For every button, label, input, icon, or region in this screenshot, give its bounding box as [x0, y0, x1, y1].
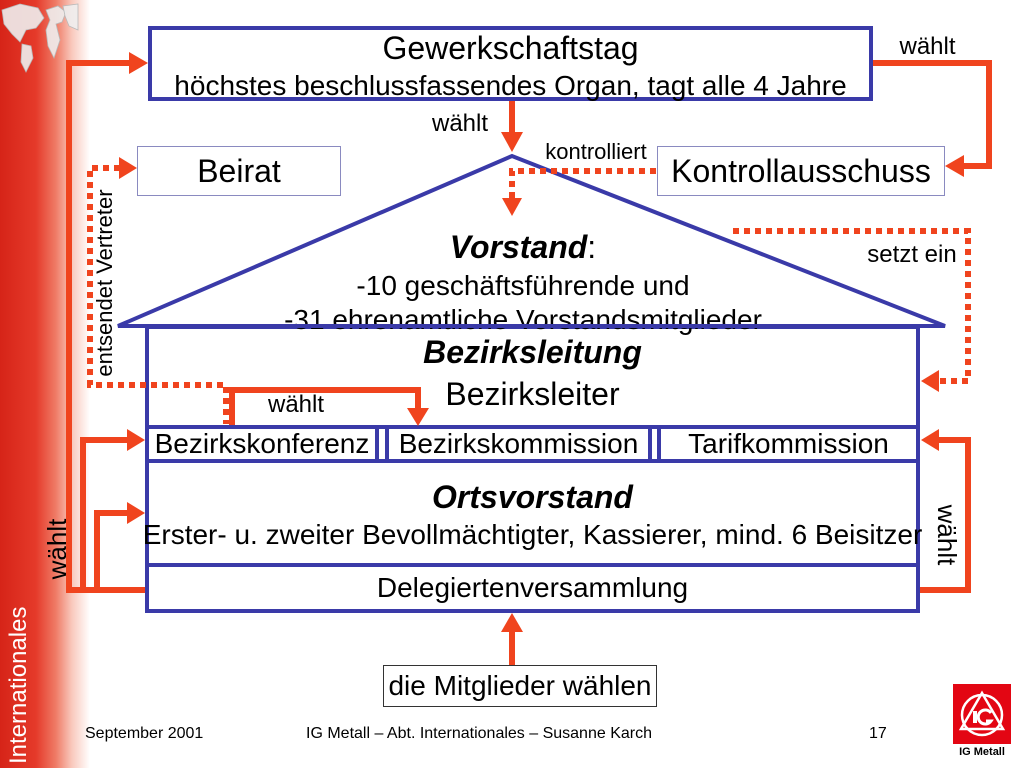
arrowhead-beirat — [119, 157, 137, 179]
kontrollausschuss-label: Kontrollausschuss — [671, 152, 931, 189]
tarifkommission-label: Tarifkommission — [688, 428, 889, 459]
mitglieder-label: die Mitglieder wählen — [388, 670, 652, 701]
vorstand-title: Vorstand — [449, 229, 588, 265]
arrowhead-bezirksleitung — [921, 370, 939, 392]
footer-date: September 2001 — [85, 725, 204, 742]
dotted-arrows — [87, 165, 971, 424]
bezirksleitung-title: Bezirksleitung — [423, 334, 642, 370]
label-waehlt-vorstand: wählt — [431, 110, 489, 137]
vorstand-line-1: -10 geschäftsführende und — [356, 270, 690, 301]
logo-triangle — [958, 690, 1006, 731]
label-kontrolliert: kontrolliert — [545, 139, 647, 164]
map-shape-asia — [62, 3, 79, 31]
mitglieder-box: die Mitglieder wählen — [383, 665, 657, 707]
arrow-delegierte-to-bezirkskonferenz — [80, 437, 128, 590]
map-shape-europe-africa — [45, 5, 67, 60]
map-shape-americas-north — [1, 3, 45, 43]
world-map-icon — [1, 3, 79, 73]
vorstand-heading: Vorstand: — [223, 228, 823, 266]
bezirkskonferenz-label: Bezirkskonferenz — [154, 428, 370, 459]
dotted-arrow-vertreter-to-beirat — [87, 165, 229, 424]
roof-triangle — [117, 153, 946, 328]
bezirksleitung-subtitle: Bezirksleiter — [445, 376, 620, 412]
vorstand-colon: : — [587, 229, 597, 265]
logo-mark-bar — [973, 711, 977, 723]
arrowhead-delegierte-bottom — [501, 613, 523, 632]
beirat-label: Beirat — [197, 152, 281, 189]
bezirkskommission-label: Bezirkskommission — [398, 428, 639, 459]
arrowhead-bezirkskonferenz-left — [127, 429, 145, 451]
ig-metall-logo-icon — [953, 684, 1011, 744]
gewerkschaftstag-box — [148, 26, 873, 101]
arrow-delegierte-to-tarifkommission — [920, 437, 971, 593]
arrowheads — [119, 52, 964, 632]
arrowhead-vorstand-top — [501, 132, 523, 152]
arrowhead-gewerkschaftstag-left — [129, 52, 148, 74]
vorstand-line-2: -31 ehrenamtliche Vorstandsmitglieder — [284, 304, 762, 335]
label-waehlt-kontrollausschuss: wählt — [899, 33, 956, 60]
delegiertenversammlung-label: Delegiertenversammlung — [376, 572, 689, 603]
logo-mark-curve — [976, 708, 994, 726]
delegiertenversammlung-box: Delegiertenversammlung — [145, 563, 920, 613]
logo-text: IG Metall — [959, 746, 1005, 758]
dotted-arrow-vorstand-to-bezirksleitung — [733, 228, 971, 384]
label-bezirkskonferenz-waehlt: wählt — [267, 391, 325, 418]
dotted-arrow-kontrollausschuss-to-vorstand — [509, 168, 656, 198]
arrow-delegierte-to-ortsvorstand — [94, 510, 128, 590]
arrowhead-bezirkskommission — [407, 408, 429, 426]
footer-page-number: 17 — [869, 725, 887, 742]
ortsvorstand-subtitle: Erster- u. zweiter Bevollmächtigter, Kas… — [142, 519, 923, 550]
arrow-bezirkskonferenz-to-bezirkskommission — [229, 387, 421, 425]
arrowhead-vorstand-dotted — [502, 198, 522, 216]
arrowhead-ortsvorstand-left — [127, 502, 145, 524]
sidebar-band — [0, 0, 90, 768]
solid-arrows — [66, 60, 992, 665]
ortsvorstand-title: Ortsvorstand — [432, 479, 633, 515]
kontrollausschuss-box: Kontrollausschuss — [657, 146, 945, 196]
gewerkschaftstag-title: Gewerkschaftstag — [382, 30, 639, 66]
arrow-gewerkschaftstag-to-kontrollausschuss — [873, 60, 992, 169]
arrowhead-tarifkommission-right — [921, 429, 939, 451]
footer-author-line: IG Metall – Abt. Internationales – Susan… — [306, 725, 652, 742]
beirat-box: Beirat — [137, 146, 341, 196]
arrow-delegierte-to-gewerkschaftstag — [66, 60, 145, 593]
map-shape-americas-south — [20, 43, 34, 73]
arrowhead-kontrollausschuss — [945, 155, 964, 177]
gewerkschaftstag-subtitle: höchstes beschlussfassendes Organ, tagt … — [174, 70, 847, 101]
label-setzt-ein: setzt ein — [867, 241, 957, 268]
